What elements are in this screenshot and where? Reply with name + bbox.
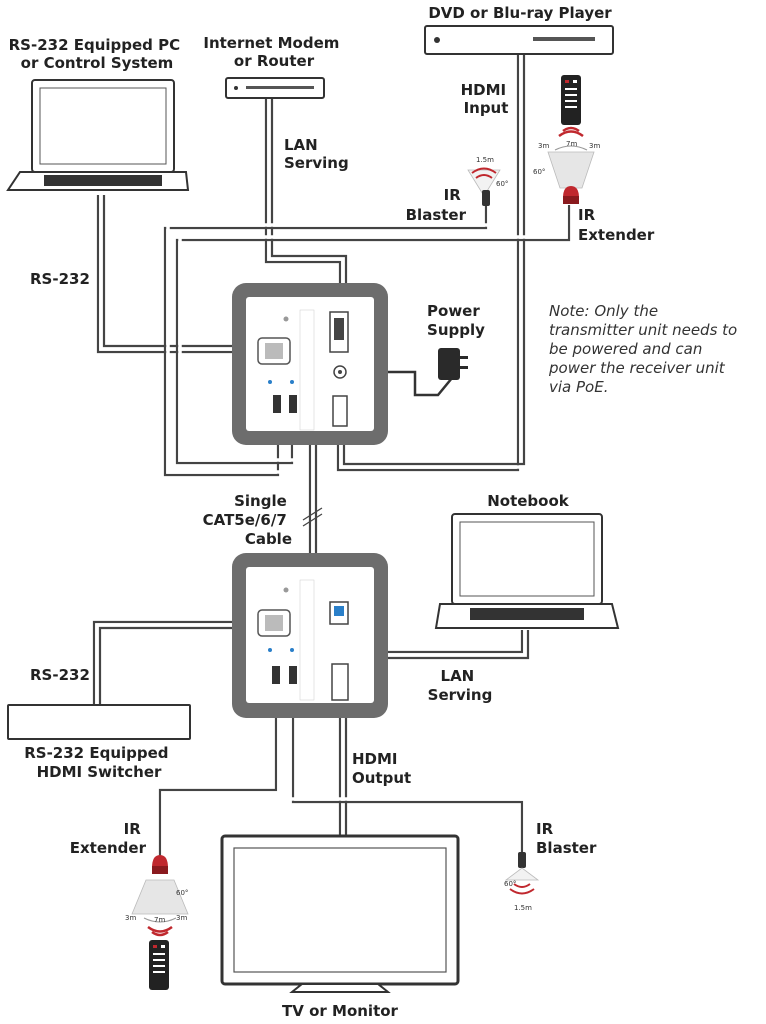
cable-label: Single CAT5e/6/7 Cable bbox=[203, 492, 292, 548]
receiver-unit bbox=[232, 553, 388, 718]
extender-left-top: 3m bbox=[538, 142, 549, 150]
rs232-top-label: RS-232 bbox=[30, 270, 90, 288]
lan-serving-top-label: LAN Serving bbox=[284, 136, 349, 172]
extender-left-bottom: 3m bbox=[125, 914, 136, 922]
notebook-laptop bbox=[434, 513, 620, 629]
dvd-label: DVD or Blu-ray Player bbox=[428, 4, 612, 22]
ir-blaster-cable-bottom bbox=[291, 685, 524, 855]
modem-label: Internet Modem or Router bbox=[203, 34, 344, 70]
ir-extender-top: 3m 7m 3m 60° bbox=[533, 75, 600, 204]
remote-icon bbox=[149, 940, 169, 990]
ir-extender-bottom: 3m 7m 3m 60° bbox=[125, 855, 189, 990]
power-cable bbox=[350, 370, 453, 397]
extender-angle-top: 60° bbox=[533, 168, 545, 176]
ir-extender-cable-top bbox=[175, 205, 571, 465]
hdmi-output-label: HDMI Output bbox=[352, 750, 411, 787]
hdmi-input-label: HDMI Input bbox=[461, 81, 512, 117]
rs232-cable-bottom bbox=[92, 620, 262, 705]
rs232-pc-label: RS-232 Equipped PC or Control System bbox=[9, 36, 186, 72]
power-supply-label: Power Supply bbox=[427, 302, 485, 339]
notebook-label: Notebook bbox=[487, 492, 570, 510]
tv-monitor bbox=[220, 834, 460, 993]
extender-right-bottom: 3m bbox=[176, 914, 187, 922]
hdmi-switcher bbox=[7, 704, 191, 740]
rs232-switcher-label: RS-232 Equipped HDMI Switcher bbox=[24, 744, 174, 781]
extender-mid-top: 7m bbox=[566, 140, 577, 148]
lan-cable-top bbox=[264, 97, 342, 310]
tv-label: TV or Monitor bbox=[282, 1002, 399, 1020]
blaster-angle-top: 60° bbox=[496, 180, 508, 188]
blaster-angle-bottom: 60° bbox=[504, 880, 516, 888]
ir-blaster-top-label: IR Blaster bbox=[406, 186, 467, 224]
ir-blaster-bottom-label: IR Blaster bbox=[536, 820, 597, 857]
ir-blaster-top: 1.5m 60° bbox=[467, 156, 508, 206]
power-supply bbox=[438, 348, 468, 380]
ir-extender-bottom-label: IR Extender bbox=[70, 820, 147, 857]
note-text: Note: Only the transmitter unit needs to… bbox=[548, 302, 742, 396]
blaster-distance-bottom: 1.5m bbox=[514, 904, 532, 912]
rs232-bottom-label: RS-232 bbox=[30, 666, 90, 684]
extender-right-top: 3m bbox=[589, 142, 600, 150]
ir-extender-top-label: IR Extender bbox=[578, 206, 655, 244]
rs232-pc-laptop bbox=[6, 79, 190, 191]
ir-extender-cable-bottom bbox=[158, 685, 278, 858]
transmitter-unit bbox=[232, 283, 388, 445]
remote-icon bbox=[561, 75, 581, 125]
rs232-cable-top bbox=[96, 195, 262, 354]
modem-router bbox=[225, 77, 325, 99]
extender-angle-bottom: 60° bbox=[176, 889, 188, 897]
rs232-port-bottom bbox=[257, 609, 291, 637]
ir-blaster-bottom: 60° 1.5m bbox=[504, 852, 540, 912]
hdmi-input-cable bbox=[336, 53, 520, 472]
rs232-port-top bbox=[257, 337, 291, 365]
cables bbox=[92, 53, 571, 858]
dvd-player bbox=[424, 25, 614, 55]
blaster-distance-top: 1.5m bbox=[476, 156, 494, 164]
lan-serving-bottom-label: LAN Serving bbox=[428, 667, 493, 704]
extender-mid-bottom: 7m bbox=[154, 916, 165, 924]
